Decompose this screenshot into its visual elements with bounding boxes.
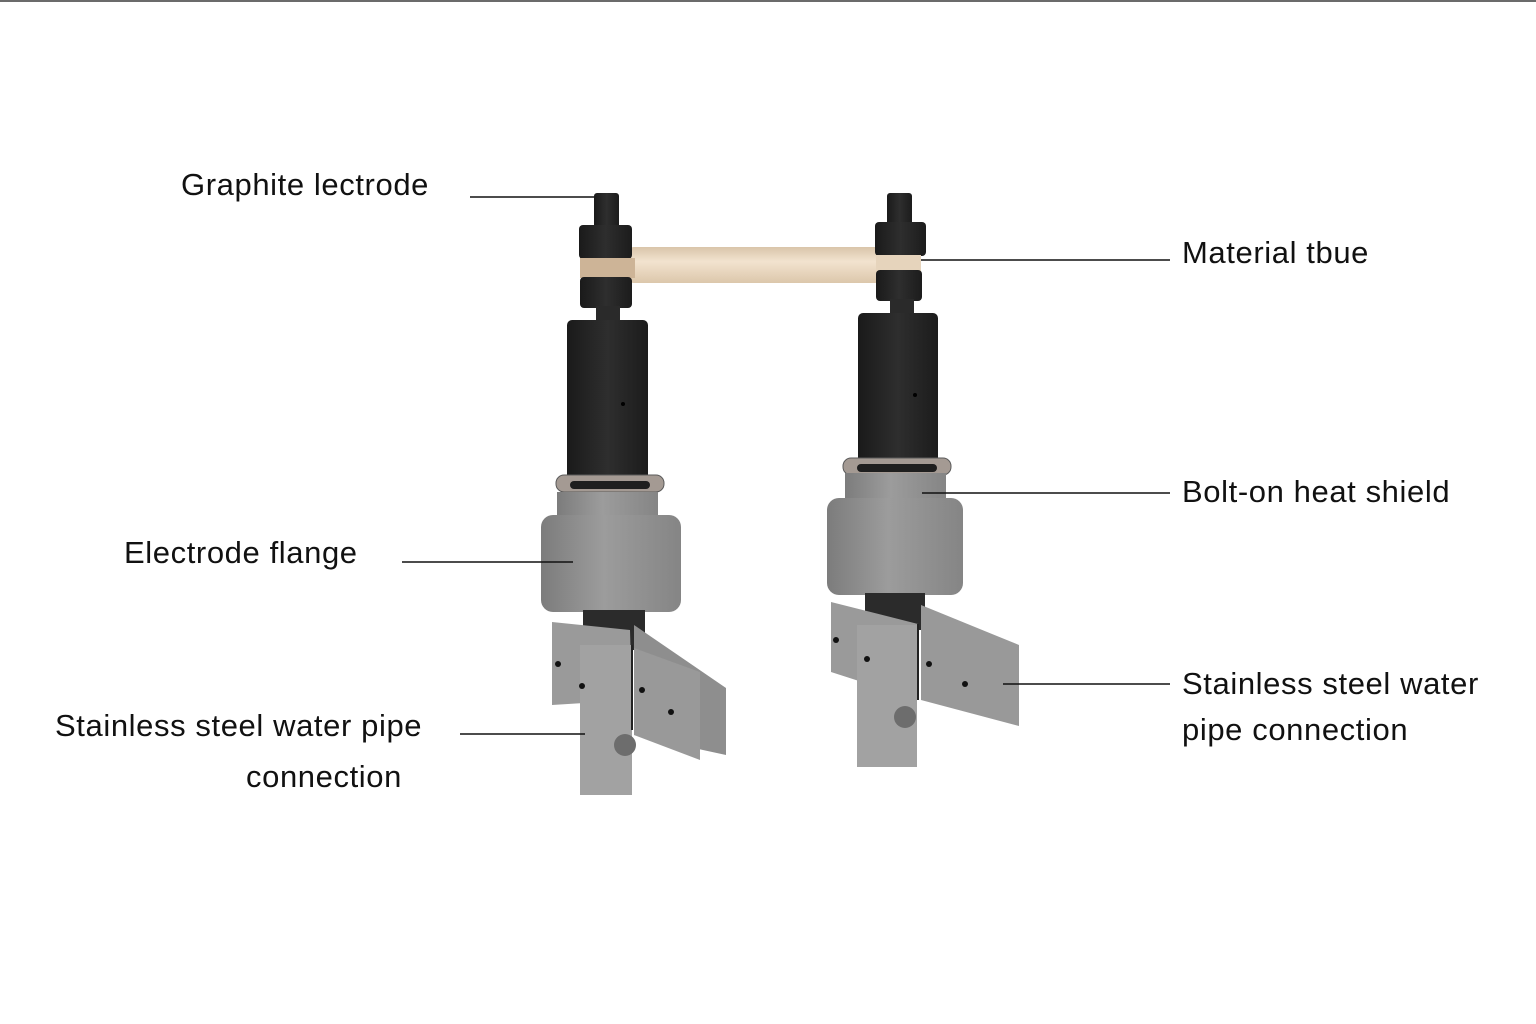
label-bolt-on-heat-shield: Bolt-on heat shield xyxy=(1182,474,1451,509)
left-graphite-body xyxy=(567,320,648,485)
left-flange xyxy=(541,515,681,612)
material-tube xyxy=(628,247,884,283)
right-heat-shield xyxy=(845,473,946,501)
right-tube-band xyxy=(876,255,921,272)
top-border xyxy=(0,0,1536,2)
left-leg-hole xyxy=(614,734,636,756)
right-electrode-assembly xyxy=(827,193,1019,767)
label-graphite-electrode: Graphite lectrode xyxy=(181,167,429,202)
leader-lines xyxy=(402,196,1170,735)
left-upper-nut xyxy=(579,225,632,259)
left-body-hole xyxy=(621,402,625,406)
label-electrode-flange: Electrode flange xyxy=(124,535,358,570)
label-right-pipe-line1: Stainless steel water xyxy=(1182,666,1479,701)
label-right-pipe-line2: pipe connection xyxy=(1182,712,1409,747)
left-electrode-tip xyxy=(594,193,619,229)
label-left-pipe-line1: Stainless steel water pipe xyxy=(55,708,423,743)
left-electrode-assembly xyxy=(541,193,726,795)
right-body-hole xyxy=(913,393,917,397)
left-pipe-leg xyxy=(580,645,632,795)
right-graphite-body xyxy=(858,313,938,465)
label-left-pipe-line2: connection xyxy=(246,759,402,794)
right-leg-hole xyxy=(894,706,916,728)
left-tube-band xyxy=(580,258,635,278)
right-pipe-leg xyxy=(857,625,917,767)
right-flange xyxy=(827,498,963,595)
left-washer-inner xyxy=(570,481,650,489)
left-lower-nut xyxy=(580,277,632,308)
right-lower-nut xyxy=(876,270,922,301)
right-upper-nut xyxy=(875,222,926,256)
right-block-side xyxy=(921,605,1019,726)
right-electrode-tip xyxy=(887,193,912,226)
left-neck xyxy=(596,306,620,322)
left-block-side-front xyxy=(634,648,700,760)
right-neck xyxy=(890,299,914,315)
label-material-tube: Material tbue xyxy=(1182,235,1370,270)
